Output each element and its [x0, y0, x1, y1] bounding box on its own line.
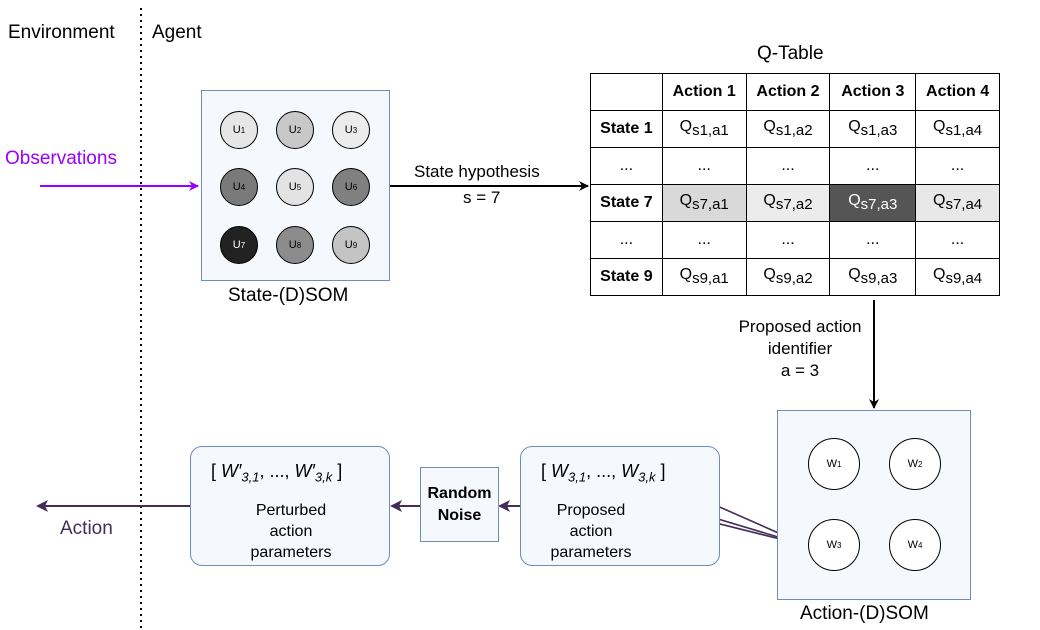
qtable-cell: Qs7,a4: [915, 184, 1000, 222]
qtable-header-action-2: Action 2: [745, 73, 831, 111]
qtable-cell: ...: [661, 147, 747, 185]
perturbed-params-label: Perturbed action parameters: [250, 502, 332, 561]
proposed-action-identifier-label: Proposed action identifier a = 3: [738, 317, 862, 380]
qtable-header-action-3: Action 3: [829, 73, 917, 111]
perturbed-params-box: [ W′3,1, ..., W′3,k ] Perturbed action p…: [190, 446, 390, 566]
state-value-label: s = 7: [463, 188, 501, 207]
qtable-cell: Qs1,a2: [745, 110, 831, 148]
qtable-row: ...............: [590, 221, 1000, 259]
action-som-label: Action-(D)SOM: [800, 603, 929, 624]
qtable-row-label: ...: [590, 147, 663, 185]
qtable-title: Q-Table: [757, 43, 824, 64]
agent-label: Agent: [152, 22, 202, 43]
environment-label: Environment: [8, 22, 115, 43]
qtable-row-label: State 1: [590, 110, 663, 148]
qtable-row-label: State 9: [590, 258, 663, 296]
state-hypothesis-label: State hypothesis: [414, 162, 540, 181]
qtable-row-label: ...: [590, 221, 663, 259]
qtable-cell: Qs1,a4: [915, 110, 1000, 148]
qtable-cell: Qs7,a2: [745, 184, 831, 222]
qtable-cell: Qs9,a4: [915, 258, 1000, 296]
qtable-cell: Qs9,a3: [829, 258, 917, 296]
qtable-cell: Qs1,a3: [829, 110, 917, 148]
qtable-header-action-4: Action 4: [915, 73, 1000, 111]
qtable-cell: ...: [915, 147, 1000, 185]
qtable-row: ...............: [590, 147, 1000, 185]
random-noise-box: Random Noise: [420, 467, 499, 542]
qtable-cell: ...: [745, 221, 831, 259]
qtable-header-action-1: Action 1: [661, 73, 747, 111]
qtable-cell: ...: [829, 147, 917, 185]
qtable-cell: Qs1,a1: [661, 110, 747, 148]
proposed-params-label: Proposed action parameters: [550, 502, 632, 561]
proposed-params-box: [ W3,1, ..., W3,k ] Proposed action para…: [520, 446, 720, 566]
action-label: Action: [60, 518, 113, 539]
proposed-params-vector: [ W3,1, ..., W3,k ]: [541, 461, 666, 485]
observations-label: Observations: [5, 148, 117, 169]
qtable-cell: Qs9,a2: [745, 258, 831, 296]
perturbed-params-vector: [ W′3,1, ..., W′3,k ]: [211, 461, 343, 485]
qtable-cell: Qs7,a1: [661, 184, 747, 222]
qtable-cell: ...: [829, 221, 917, 259]
qtable-cell: Qs9,a1: [661, 258, 747, 296]
qtable-cell: ...: [745, 147, 831, 185]
qtable-cell: ...: [915, 221, 1000, 259]
qtable-corner-cell: [590, 73, 663, 111]
qtable-cell: ...: [661, 221, 747, 259]
state-som-label: State-(D)SOM: [228, 285, 349, 306]
qtable-row-label: State 7: [590, 184, 663, 222]
qtable-cell: Qs7,a3: [829, 184, 917, 222]
